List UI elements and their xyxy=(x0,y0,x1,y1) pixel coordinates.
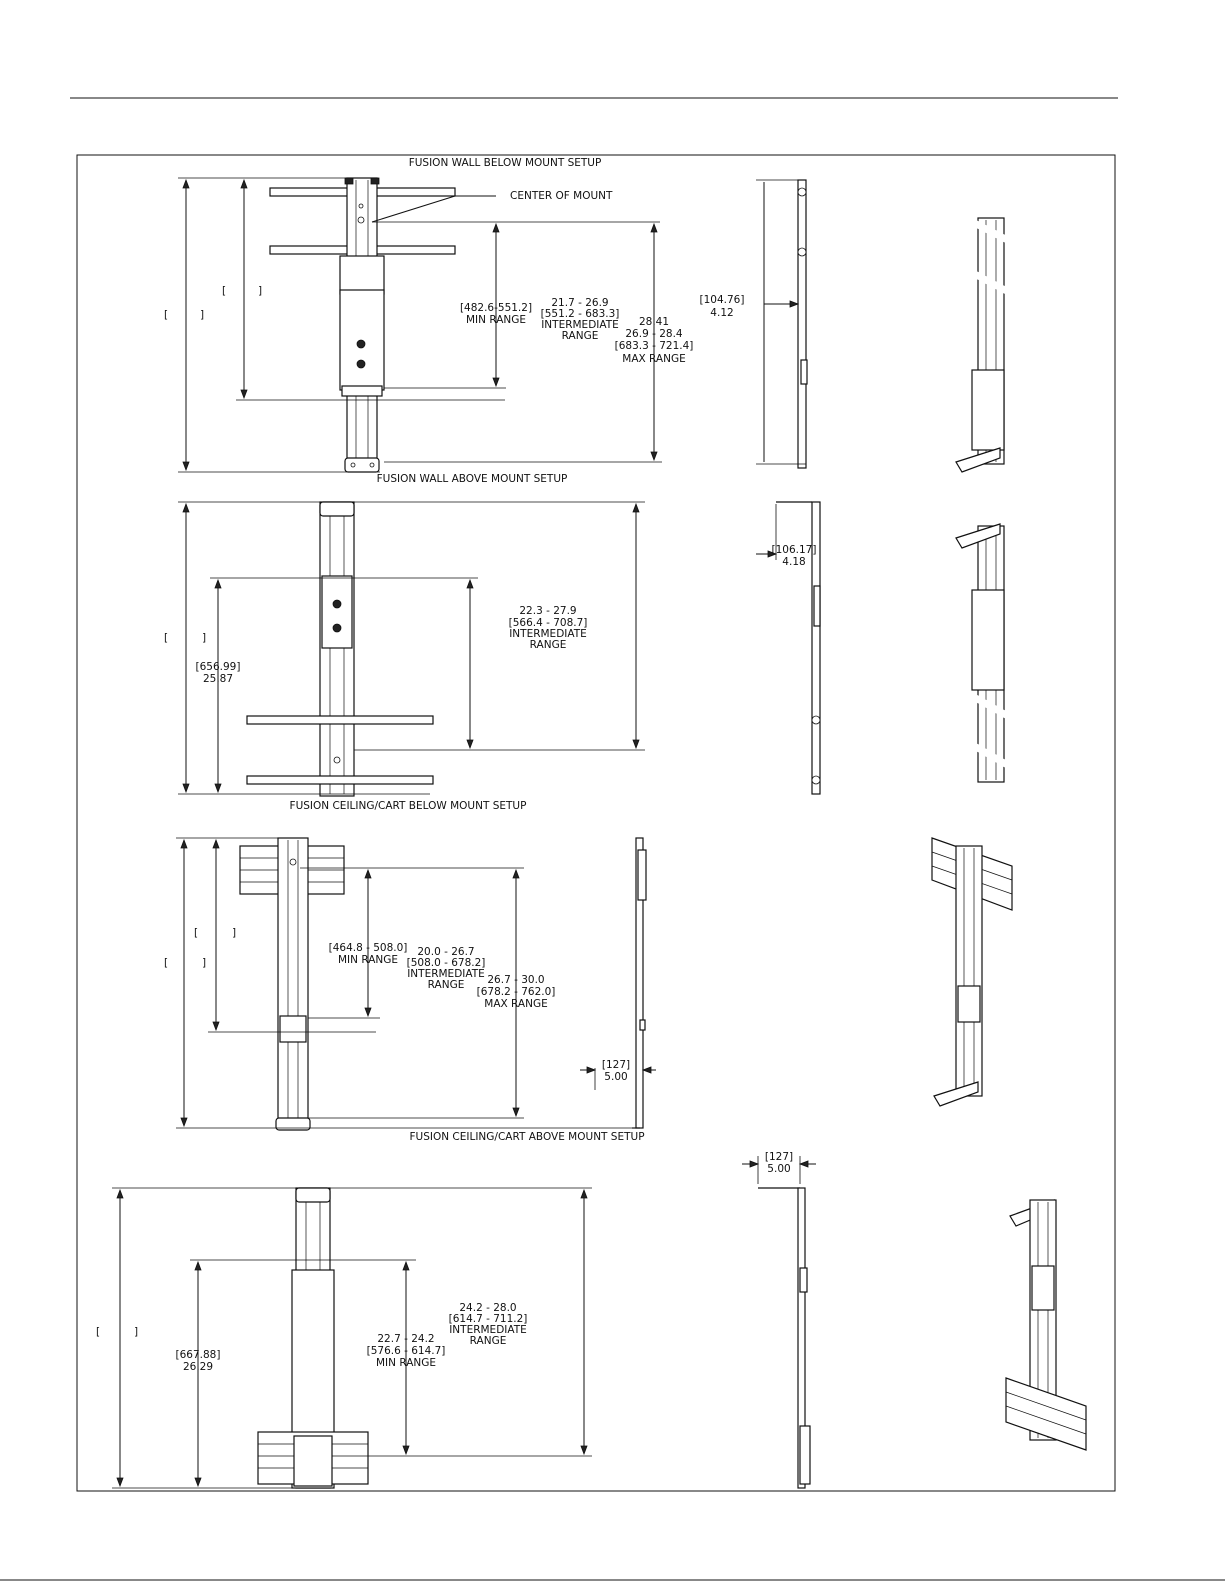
view-wall-above: FUSION WALL ABOVE MOUNT SETUP [ ] [656.9… xyxy=(164,473,1062,798)
v1-max-line2: 26.9 - 28.4 xyxy=(625,328,683,340)
v1-side-line2: 4.12 xyxy=(710,307,733,319)
v3-inter-line2: [508.0 - 678.2] xyxy=(407,957,486,969)
title-wall-below: FUSION WALL BELOW MOUNT SETUP xyxy=(409,157,602,169)
drawing-frame xyxy=(76,154,1116,1492)
v4-min-line2: [576.6 - 614.7] xyxy=(367,1345,446,1357)
v1-max-line3: [683.3 - 721.4] xyxy=(615,340,694,352)
title-wall-above: FUSION WALL ABOVE MOUNT SETUP xyxy=(377,473,568,485)
bracket-left-6: [ xyxy=(96,1326,100,1338)
v3-side-line2: 5.00 xyxy=(604,1071,627,1083)
center-of-mount-label: CENTER OF MOUNT xyxy=(510,190,613,202)
v2-left-line1: [656.99] xyxy=(196,661,241,673)
bracket-left-2: [ xyxy=(164,309,168,321)
v3-inter-line1: 20.0 - 26.7 xyxy=(417,946,474,958)
bracket-left-4: [ xyxy=(194,927,198,939)
view-ceiling-below: FUSION CEILING/CART BELOW MOUNT SETUP [ … xyxy=(164,800,1013,1131)
bracket-right-6: ] xyxy=(134,1326,138,1338)
v4-inter-line1: 24.2 - 28.0 xyxy=(459,1302,516,1314)
iso-view-1 xyxy=(914,190,1058,473)
v4-side-line1: [127] xyxy=(765,1151,793,1163)
iso-view-2 xyxy=(918,523,1062,798)
v1-inter-line1: 21.7 - 26.9 xyxy=(551,297,608,309)
v2-side-line2: 4.18 xyxy=(782,556,805,568)
v3-side-line1: [127] xyxy=(602,1059,630,1071)
v3-max-line1: 26.7 - 30.0 xyxy=(487,974,544,986)
v2-inter-line4: RANGE xyxy=(530,639,567,651)
v1-min-line2: MIN RANGE xyxy=(466,314,526,326)
bracket-left-5: [ xyxy=(164,957,168,969)
bracket-right-4: ] xyxy=(232,927,236,939)
iso-view-4 xyxy=(1005,1199,1087,1451)
bracket-right-1: ] xyxy=(258,285,262,297)
v4-inter-line4: RANGE xyxy=(470,1335,507,1347)
v1-inter-line3: INTERMEDIATE xyxy=(541,319,619,331)
v4-left-line1: [667.88] xyxy=(176,1349,221,1361)
bracket-left-1: [ xyxy=(222,285,226,297)
bracket-right-2: ] xyxy=(200,309,204,321)
view-wall-below: FUSION WALL BELOW MOUNT SETUP CENTER OF … xyxy=(164,157,1058,473)
v3-min-line1: [464.8 - 508.0] xyxy=(329,942,408,954)
v1-inter-line2: [551.2 - 683.3] xyxy=(541,308,620,320)
v2-side-line1: [106.17] xyxy=(772,544,817,556)
v2-inter-line1: 22.3 - 27.9 xyxy=(519,605,576,617)
title-ceiling-below: FUSION CEILING/CART BELOW MOUNT SETUP xyxy=(290,800,527,812)
v3-max-line2: [678.2 - 762.0] xyxy=(477,986,556,998)
iso-view-3 xyxy=(931,837,1013,1107)
view-ceiling-above: FUSION CEILING/CART ABOVE MOUNT SETUP [ … xyxy=(96,1131,1087,1489)
v4-inter-line3: INTERMEDIATE xyxy=(449,1324,527,1336)
v4-left-line2: 26.29 xyxy=(183,1361,213,1373)
v2-inter-line3: INTERMEDIATE xyxy=(509,628,587,640)
v4-min-line1: 22.7 - 24.2 xyxy=(377,1333,434,1345)
v1-inter-line4: RANGE xyxy=(562,330,599,342)
v1-min-line1: [482.6-551.2] xyxy=(460,302,532,314)
v1-max-line1: 28.41 xyxy=(639,316,669,328)
v3-min-line2: MIN RANGE xyxy=(338,954,398,966)
v3-inter-line4: RANGE xyxy=(428,979,465,991)
bracket-right-5: ] xyxy=(202,957,206,969)
v4-min-line3: MIN RANGE xyxy=(376,1357,436,1369)
title-ceiling-above: FUSION CEILING/CART ABOVE MOUNT SETUP xyxy=(409,1131,644,1143)
v4-inter-line2: [614.7 - 711.2] xyxy=(449,1313,528,1325)
v1-side-line1: [104.76] xyxy=(700,294,745,306)
v3-inter-line3: INTERMEDIATE xyxy=(407,968,485,980)
v4-side-line2: 5.00 xyxy=(767,1163,790,1175)
v1-max-line4: MAX RANGE xyxy=(622,353,685,365)
bracket-left-3: [ xyxy=(164,632,168,644)
bracket-right-3: ] xyxy=(202,632,206,644)
v3-max-line3: MAX RANGE xyxy=(484,998,547,1010)
v2-inter-line2: [566.4 - 708.7] xyxy=(509,617,588,629)
v2-left-line2: 25.87 xyxy=(203,673,233,685)
